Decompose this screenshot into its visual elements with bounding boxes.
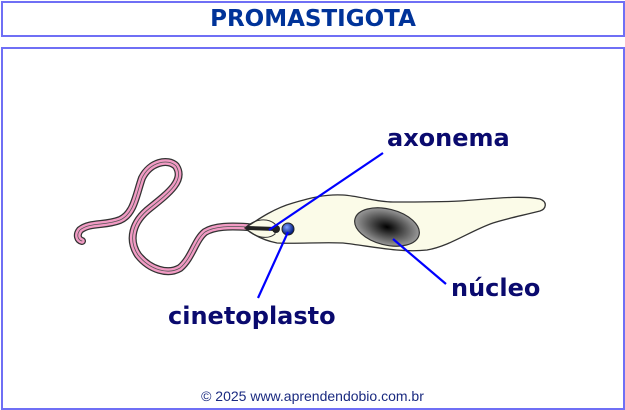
axonema-pointer	[268, 152, 384, 231]
diagram-frame	[1, 47, 625, 410]
kinetoplast	[281, 222, 295, 236]
flagellum	[73, 158, 267, 276]
label-nucleo: núcleo	[451, 274, 541, 302]
label-cinetoplasto: cinetoplasto	[168, 302, 336, 330]
copyright-footer: © 2025 www.aprendendobio.com.br	[201, 388, 424, 404]
label-axonema: axonema	[387, 124, 510, 152]
title-box: PROMASTIGOTA	[1, 1, 625, 37]
nucleo-pointer	[392, 238, 447, 285]
cinetoplasto-pointer	[256, 231, 290, 299]
nucleus	[354, 207, 420, 247]
page-title: PROMASTIGOTA	[210, 6, 416, 32]
